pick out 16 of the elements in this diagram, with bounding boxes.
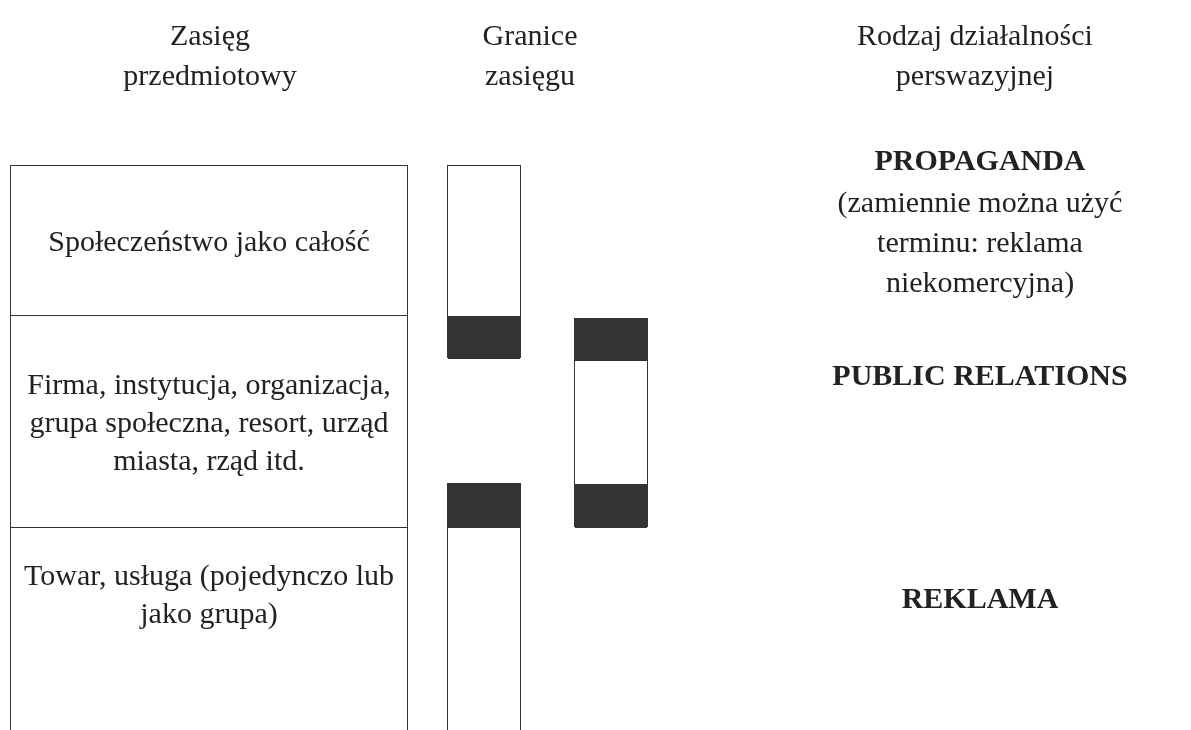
range-bar xyxy=(447,165,521,358)
cell-text: Firma, instytucja, organizacja, grupa społeczna, resort, urząd miasta, rząd itd. xyxy=(26,365,392,478)
range-bar xyxy=(574,318,648,527)
activity-label: REKLAMA xyxy=(900,580,1060,616)
cell-text: Społeczeństwo jako całość xyxy=(47,222,371,259)
column-heading: Rodzaj działalności perswazyjnej xyxy=(856,17,1094,93)
note-text: (zamiennie można użyć terminu: reklama niekomercyjna) xyxy=(836,184,1124,300)
column-heading: Granice zasięgu xyxy=(481,17,579,93)
range-bar xyxy=(447,483,521,730)
column-heading: Zasięg przedmiotowy xyxy=(122,17,298,93)
activity-label: PUBLIC RELATIONS xyxy=(831,357,1129,393)
cell-text: Towar, usługa (pojedynczo lub jako grupa) xyxy=(23,557,395,631)
table-cell xyxy=(10,315,408,528)
activity-label: PROPAGANDA xyxy=(873,142,1087,178)
table-cell xyxy=(10,527,408,730)
table-cell xyxy=(10,165,408,316)
